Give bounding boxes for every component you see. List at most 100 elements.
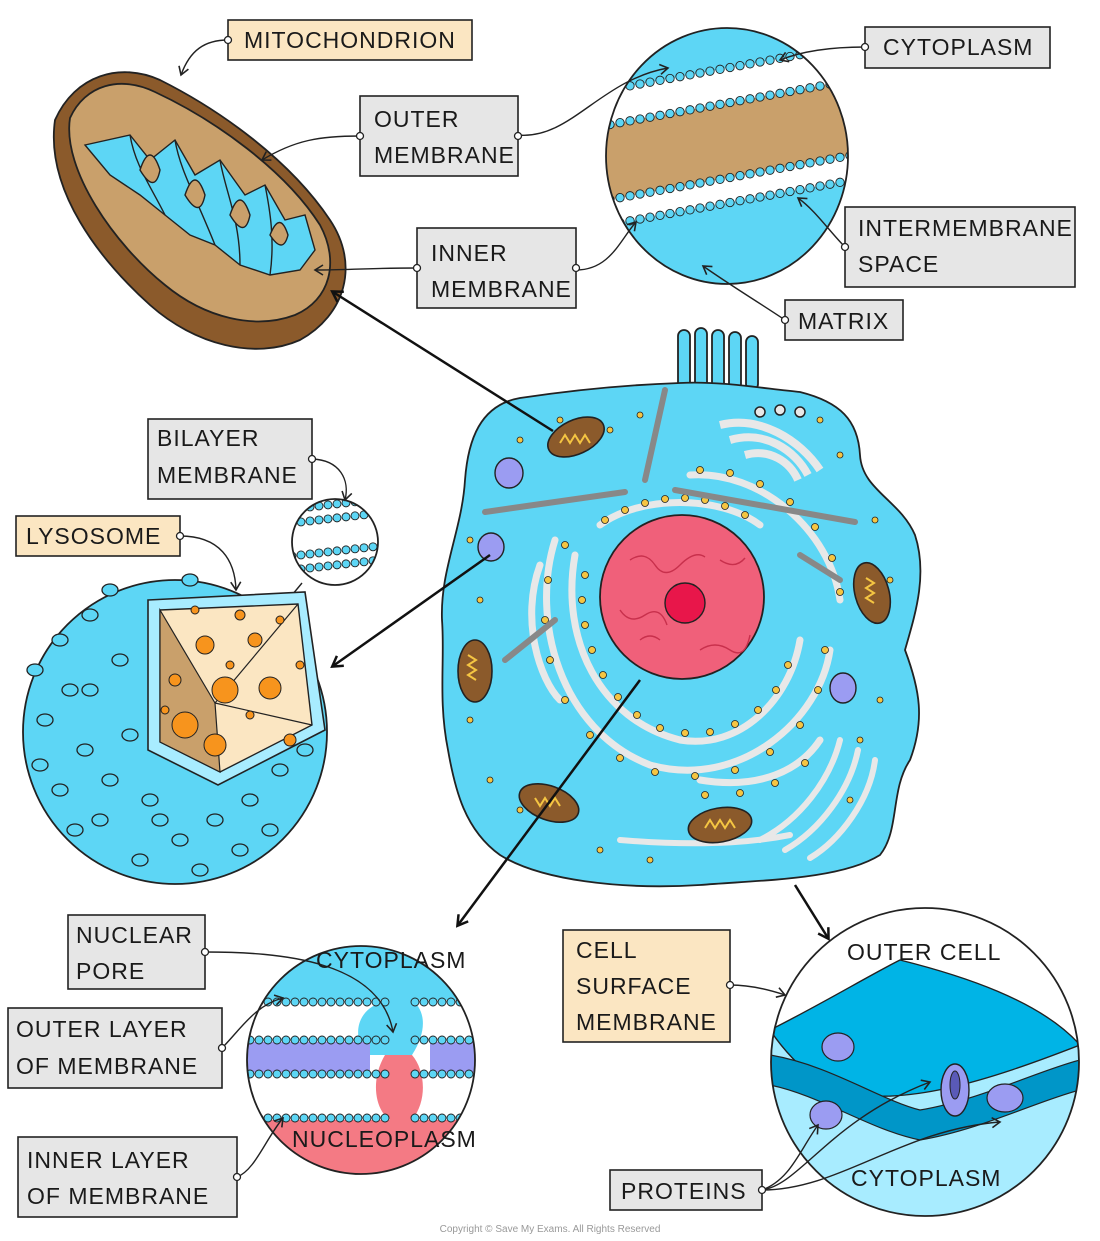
chromatin: [619, 554, 751, 654]
phospholipid-head: [775, 188, 785, 198]
phospholipid-head: [765, 90, 775, 100]
nucleoplasm-label: NUCLEOPLASM: [292, 1126, 477, 1152]
phospholipid-head: [866, 173, 874, 181]
phospholipid-head: [685, 105, 695, 115]
phospholipid-head: [785, 161, 795, 172]
phospholipid-head: [332, 499, 342, 509]
phospholipid-head: [410, 1035, 420, 1045]
phospholipid-head: [350, 558, 360, 568]
phospholipid-head: [317, 1035, 327, 1045]
phospholipid-head: [323, 561, 333, 571]
phospholipid-head: [299, 1113, 309, 1123]
golgi-apparatus: [719, 404, 824, 482]
phospholipid-head: [308, 1069, 318, 1079]
lysosome-bump: [206, 813, 224, 827]
phospholipid-head: [705, 101, 715, 111]
lysosome-bump: [51, 633, 69, 647]
phospholipid-head: [835, 177, 845, 187]
phospholipid-head: [825, 179, 835, 189]
lysosome-bump: [31, 758, 49, 772]
phospholipid-head: [446, 997, 456, 1007]
lysosome-bump: [76, 743, 94, 757]
inner-membrane-label-2: MEMBRANE: [431, 276, 572, 302]
phospholipid-head: [586, 224, 594, 232]
phospholipid-head: [755, 57, 765, 67]
lysosome-bump: [151, 813, 169, 827]
lysosome-bump: [61, 683, 79, 697]
cytoplasm-top-label: CYTOPLASM: [883, 34, 1033, 60]
lysosome-bump: [111, 653, 129, 667]
phospholipid-head: [247, 997, 255, 1007]
label-bilayer-membrane: BILAYER MEMBRANE: [147, 418, 317, 500]
phospholipid-head: [344, 997, 354, 1007]
label-cytoplasm-top: CYTOPLASM: [860, 26, 1051, 69]
lysosome-bump: [66, 823, 84, 837]
phospholipid-head: [655, 210, 665, 220]
inner-layer-label-1: INNER LAYER: [27, 1147, 190, 1173]
phospholipid-head: [745, 194, 755, 204]
phospholipid-head: [437, 1069, 447, 1079]
phospholipid-head: [725, 172, 735, 183]
copyright-notice: Copyright © Save My Exams. All Rights Re…: [440, 1224, 661, 1235]
phospholipid-head: [775, 88, 785, 98]
phospholipid-head: [332, 546, 342, 556]
phospholipid-head: [845, 75, 848, 86]
lysosome-bump: [81, 608, 99, 622]
phospholipid-head: [296, 503, 306, 513]
cell-surface-label-3: MEMBRANE: [576, 1009, 717, 1035]
phospholipid-head: [805, 158, 815, 168]
phospholipid-head: [765, 55, 775, 65]
phospholipid-head: [805, 83, 815, 93]
phospholipid-head: [596, 122, 604, 130]
lysosome-illustration: [22, 573, 328, 885]
phospholipid-head: [586, 199, 594, 207]
phospholipid-head: [332, 513, 342, 523]
phospholipid-head: [308, 1113, 318, 1123]
phospholipid-head: [695, 203, 705, 213]
main-cell: [441, 327, 922, 888]
lysosome-bump: [231, 843, 249, 857]
phospholipid-head: [725, 197, 735, 208]
phospholipid-head: [263, 1035, 273, 1045]
phospholipid-head: [419, 1035, 429, 1045]
phospholipid-head: [314, 548, 324, 558]
phospholipid-head: [299, 1069, 309, 1079]
phospholipid-head: [695, 103, 705, 113]
phospholipid-head: [341, 512, 351, 522]
lysosome-bump: [101, 583, 119, 597]
lysosome-bump: [121, 728, 139, 742]
phospholipid-head: [745, 59, 755, 69]
phospholipid-head: [299, 1035, 309, 1045]
phospholipid-head: [281, 997, 291, 1007]
phospholipid-head: [856, 149, 864, 157]
phospholipid-head: [263, 1069, 273, 1079]
phospholipid-head: [437, 997, 447, 1007]
phospholipid-head: [635, 189, 645, 199]
label-outer-membrane: OUTER MEMBRANE: [355, 95, 523, 177]
phospholipid-head: [815, 181, 825, 191]
phospholipid-head: [655, 185, 665, 195]
lysosome-label: LYSOSOME: [26, 523, 161, 549]
phospholipid-head: [371, 1035, 381, 1045]
phospholipid-head: [308, 1035, 318, 1045]
phospholipid-head: [455, 1035, 465, 1045]
label-cell-surface-membrane: CELL SURFACE MEMBRANE: [562, 929, 735, 1043]
phospholipid-head: [428, 1069, 438, 1079]
phospholipid-head: [815, 81, 825, 91]
phospholipid-head: [655, 110, 665, 120]
phospholipid-head: [735, 61, 745, 71]
matrix-label: MATRIX: [798, 308, 889, 334]
phospholipid-head: [596, 87, 604, 95]
phospholipid-head: [464, 997, 474, 1007]
phospholipid-head: [323, 514, 333, 524]
phospholipid-head: [725, 62, 735, 73]
phospholipid-head: [685, 180, 695, 190]
phospholipid-head: [437, 1035, 447, 1045]
phospholipid-head: [332, 560, 342, 570]
phospholipid-head: [446, 1113, 456, 1123]
phospholipid-head: [368, 542, 378, 552]
label-matrix: MATRIX: [780, 299, 904, 341]
phospholipid-head: [419, 1069, 429, 1079]
phospholipid-head: [335, 1113, 345, 1123]
phospholipid-head: [845, 40, 848, 51]
